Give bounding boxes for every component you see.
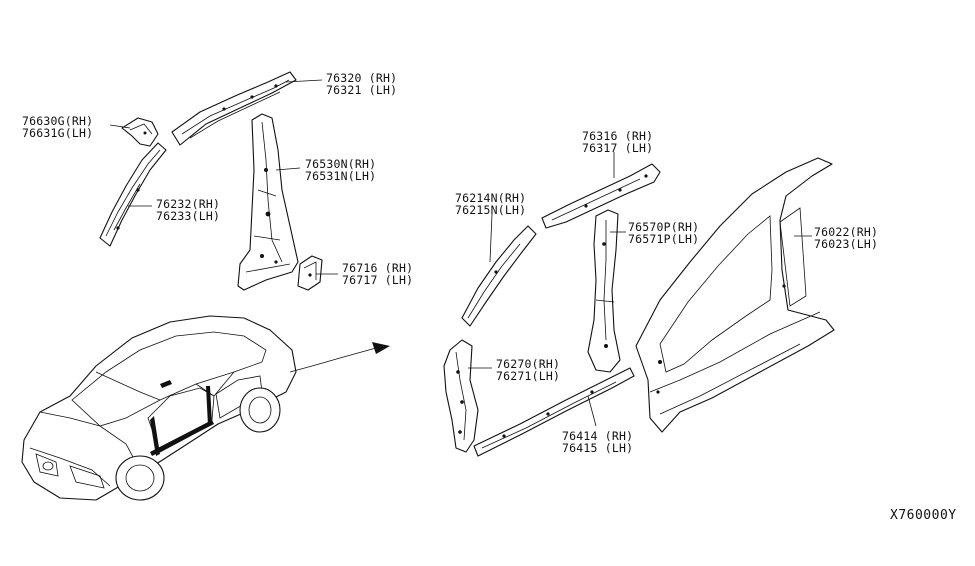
part-76630G-bracket [121, 117, 159, 147]
label-76630G: 76630G(RH)76631G(LH) [22, 114, 94, 140]
part-76716-patch [297, 255, 323, 291]
vehicle-illustration [21, 315, 297, 501]
label-76414: 76414 (RH)76415 (LH) [562, 429, 634, 455]
leader-lines [109, 79, 812, 427]
part-76232-front-pillar [99, 142, 167, 247]
diagram-code: X760000Y [890, 508, 957, 523]
label-76316: 76316 (RH)76317 (LH) [582, 129, 654, 155]
part-76270-hinge-pillar [443, 339, 479, 453]
part-76316-roof-rail-reinforcement [541, 163, 661, 229]
label-76530N: 76530N(RH)76531N(LH) [305, 157, 377, 183]
label-76214N: 76214N(RH)76215N(LH) [455, 191, 527, 217]
label-76716: 76716 (RH)76717 (LH) [342, 261, 414, 287]
part-76414-sill-reinforcement [473, 367, 635, 457]
part-76320-roof-rail [171, 71, 297, 146]
part-76022-body-side-outer [635, 157, 835, 433]
label-76570P: 76570P(RH)76571P(LH) [628, 220, 700, 246]
label-76270: 76270(RH)76271(LH) [496, 357, 561, 383]
part-76570P-center-pillar-reinforcement [587, 209, 621, 373]
label-76232: 76232(RH)76233(LH) [156, 197, 221, 223]
pointer-arrow [289, 342, 390, 373]
label-76022: 76022(RH)76023(LH) [814, 225, 879, 251]
part-76530N-center-pillar [237, 113, 299, 291]
label-76320: 76320 (RH)76321 (LH) [326, 71, 398, 97]
part-76214N-front-pillar-reinforcement [461, 225, 537, 327]
